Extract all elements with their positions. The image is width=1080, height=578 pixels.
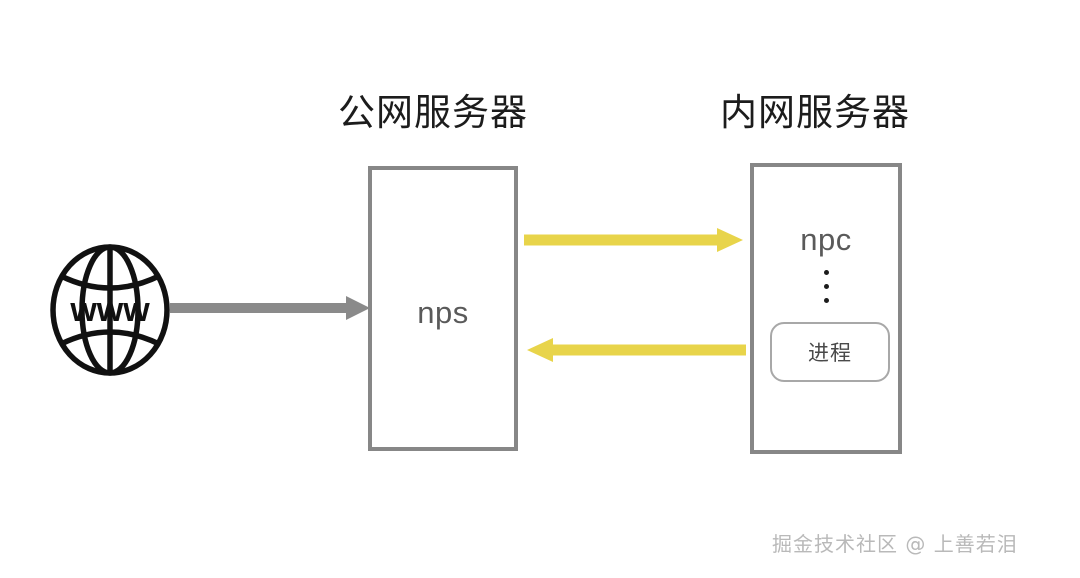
process-node: 进程 (770, 322, 890, 382)
arrow-npc-to-nps (527, 338, 746, 362)
nps-label: nps (417, 295, 469, 330)
arrow-nps-to-npc (524, 228, 743, 252)
process-label: 进程 (808, 341, 852, 365)
intranet-server-title: 内网服务器 (720, 91, 910, 134)
public-server-title: 公网服务器 (338, 91, 528, 134)
ellipsis-dot (823, 284, 829, 289)
nps-server-box: nps (368, 166, 518, 451)
globe-www-label: www (69, 291, 150, 329)
arrow-internet-to-nps (170, 296, 370, 320)
vertical-ellipsis-icon (754, 270, 898, 303)
ellipsis-dot (823, 270, 829, 275)
globe-www-icon: www (48, 243, 172, 377)
npc-label: npc (800, 222, 852, 257)
npc-server-box: npc 进程 (750, 163, 902, 454)
ellipsis-dot (823, 298, 829, 303)
watermark: 掘金技术社区 @ 上善若泪 (772, 532, 1018, 556)
